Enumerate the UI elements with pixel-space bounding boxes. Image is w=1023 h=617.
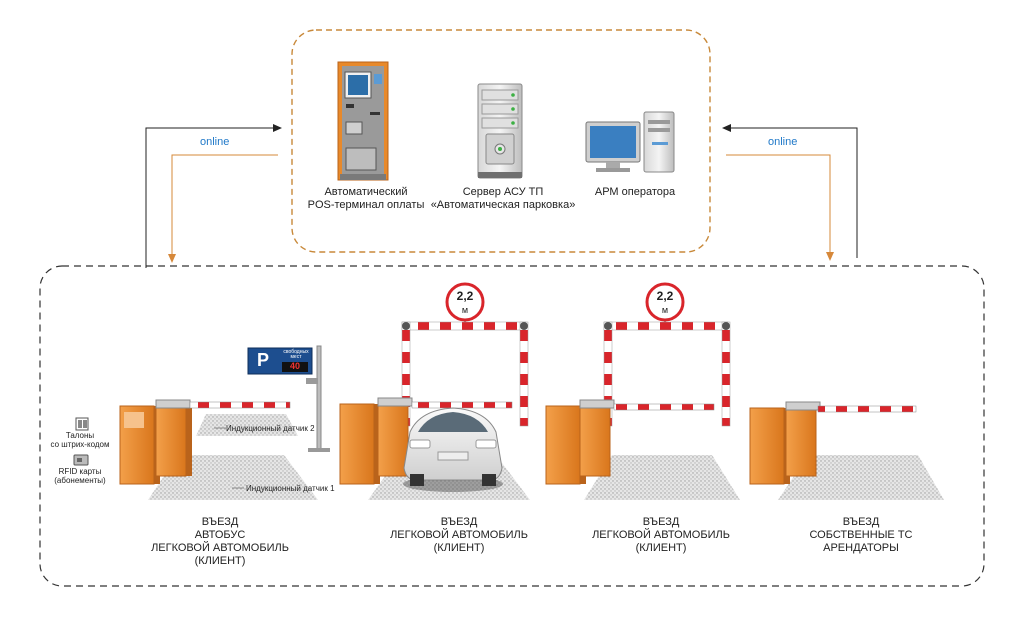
lane-2-barrier [339,397,513,485]
lane-2-height-gate [401,282,529,427]
barcode-ticket-label: Талоны со штрих-кодом [50,431,110,449]
lane-1-label: ВЪЕЗД АВТОБУС ЛЕГКОВОЙ АВТОМОБИЛЬ (КЛИЕН… [151,516,289,567]
height-sign-1-unit: м [461,305,469,315]
online-left-label: online [200,136,230,148]
barcode-ticket-icon [75,417,89,431]
server-label: Сервер АСУ ТП «Автоматическая парковка» [430,186,576,211]
right-connection-arrows [722,124,858,261]
induction-sensor-1-label: Индукционный датчик 1 [246,484,335,493]
lane-3-height-gate [603,282,731,427]
lane-4-barrier [749,401,917,485]
pos-terminal-icon [337,61,389,181]
lane-4-pad [778,455,944,500]
car-illustration [403,407,503,492]
left-connection-arrows [145,124,282,268]
top-panel-frame [291,29,711,253]
height-sign-2-unit: м [661,305,669,315]
pos-terminal-label: Автоматический POS-терминал оплаты [307,186,425,211]
height-sign-1-value: 2,2 [456,289,474,303]
lane-1-kiosk [119,405,160,485]
rfid-card-label: RFID карты (абонементы) [54,467,106,485]
parking-sign-text: свободных мест [283,349,309,360]
parking-display-pole [247,345,330,452]
lane-2-label: ВЪЕЗД ЛЕГКОВОЙ АВТОМОБИЛЬ (КЛИЕНТ) [390,516,528,554]
online-right-label: online [768,136,798,148]
induction-sensor-2-pad [196,414,298,436]
lane-4-label: ВЪЕЗД СОБСТВЕННЫЕ ТС АРЕНДАТОРЫ [809,516,913,554]
lane-1-barrier [155,399,291,477]
lane-3-label: ВЪЕЗД ЛЕГКОВОЙ АВТОМОБИЛЬ (КЛИЕНТ) [592,516,730,554]
lane-3-pad [584,455,740,500]
operator-workstation-icon [585,111,675,173]
parking-sign-letter: P [256,350,269,370]
server-icon [477,83,523,179]
height-sign-2-value: 2,2 [656,289,674,303]
operator-workstation-label: АРМ оператора [594,186,676,198]
entry-area-frame [39,265,985,587]
rfid-card-icon [73,454,89,466]
induction-sensor-2-label: Индукционный датчик 2 [226,424,315,433]
parking-sign-count: 40 [289,361,300,371]
lane-3-barrier [545,399,715,485]
